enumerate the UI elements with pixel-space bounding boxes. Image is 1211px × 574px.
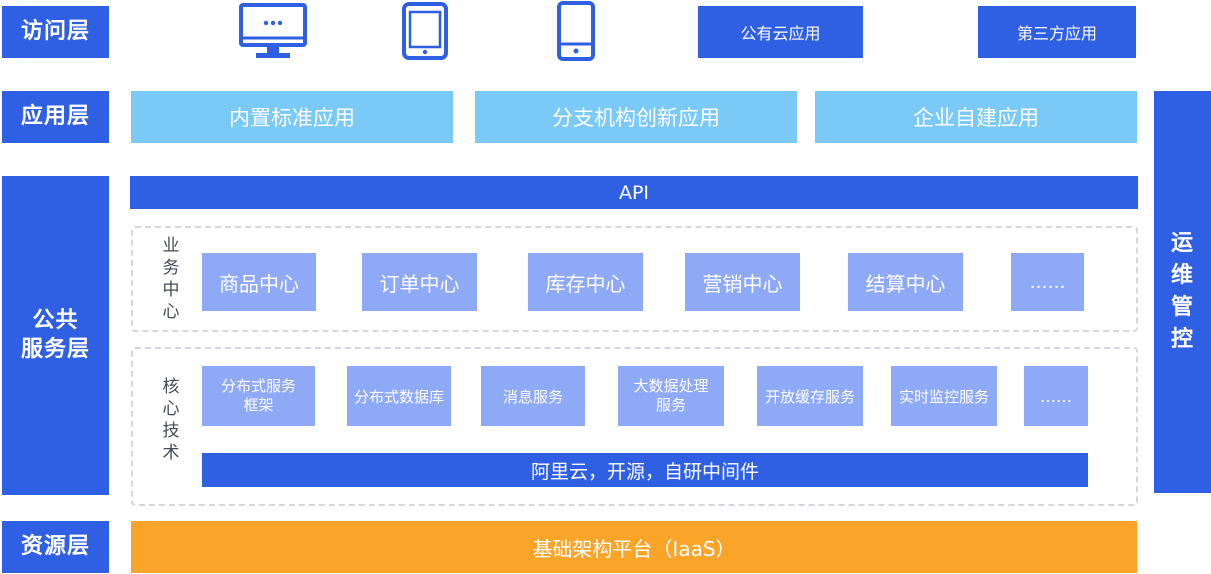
core-item-label: 开放缓存服务 xyxy=(764,387,855,406)
desktop-monitor-icon xyxy=(239,3,307,58)
business-center-label: 业 务 中 心 xyxy=(159,226,183,332)
core-item-label: 大数据处理 服务 xyxy=(633,376,709,415)
business-item-settlement-center: 结算中心 xyxy=(848,253,963,311)
core-item-more: …… xyxy=(1024,366,1088,426)
layer-label-public-service-text: 公共 服务层 xyxy=(20,307,90,362)
core-technology-container xyxy=(131,347,1138,506)
layer-label-access-text: 访问层 xyxy=(20,18,90,44)
core-item-label: …… xyxy=(1040,386,1072,406)
core-item-distributed-database: 分布式数据库 xyxy=(347,366,451,426)
business-item-label: …… xyxy=(1029,271,1066,293)
business-item-label: 订单中心 xyxy=(379,271,460,296)
layer-label-application: 应用层 xyxy=(2,91,109,143)
app-label: 企业自建应用 xyxy=(913,106,1039,130)
business-item-label: 商品中心 xyxy=(219,271,299,296)
layer-label-resource-text: 资源层 xyxy=(20,533,90,559)
app-box-branch-innovation: 分支机构创新应用 xyxy=(475,91,797,143)
api-label: API xyxy=(618,181,650,204)
core-item-big-data-processing: 大数据处理 服务 xyxy=(618,366,724,426)
business-center-label-text: 业 务 中 心 xyxy=(162,235,180,323)
business-item-more: …… xyxy=(1011,253,1084,311)
mobile-phone-icon xyxy=(557,1,595,61)
core-technology-label-text: 核 心 技 术 xyxy=(162,376,180,464)
app-box-enterprise-built: 企业自建应用 xyxy=(815,91,1137,143)
layer-label-application-text: 应用层 xyxy=(20,103,90,129)
business-item-order-center: 订单中心 xyxy=(362,253,477,311)
business-item-label: 库存中心 xyxy=(545,271,626,296)
ops-management-text: 运 维 管 控 xyxy=(1170,231,1194,352)
layer-label-resource: 资源层 xyxy=(2,521,109,573)
app-label: 内置标准应用 xyxy=(229,106,355,130)
business-item-label: 结算中心 xyxy=(865,271,946,296)
core-technology-label: 核 心 技 术 xyxy=(159,366,183,474)
ops-management-column: 运 维 管 控 xyxy=(1154,91,1211,493)
tablet-icon xyxy=(402,2,448,60)
api-bar: API xyxy=(130,176,1138,209)
core-item-distributed-service-framework: 分布式服务 框架 xyxy=(202,366,315,426)
core-item-label: 分布式服务 框架 xyxy=(220,376,296,415)
core-item-label: 实时监控服务 xyxy=(898,387,989,406)
public-cloud-app-box: 公有云应用 xyxy=(698,6,863,58)
core-item-message-service: 消息服务 xyxy=(481,366,585,426)
layer-label-access: 访问层 xyxy=(2,6,109,58)
middleware-label: 阿里云，开源，自研中间件 xyxy=(530,460,759,483)
core-item-label: 消息服务 xyxy=(502,387,563,406)
public-cloud-app-label: 公有云应用 xyxy=(740,24,821,43)
app-box-builtin-standard: 内置标准应用 xyxy=(131,91,453,143)
third-party-app-box: 第三方应用 xyxy=(978,6,1136,58)
business-item-product-center: 商品中心 xyxy=(202,253,316,311)
business-center-container xyxy=(131,226,1138,332)
business-item-inventory-center: 库存中心 xyxy=(528,253,643,311)
core-item-open-cache-service: 开放缓存服务 xyxy=(757,366,863,426)
core-item-realtime-monitoring: 实时监控服务 xyxy=(891,366,997,426)
iaas-infrastructure-bar: 基础架构平台（IaaS） xyxy=(131,521,1137,573)
app-label: 分支机构创新应用 xyxy=(552,106,720,130)
business-item-label: 营销中心 xyxy=(702,271,783,296)
third-party-app-label: 第三方应用 xyxy=(1016,24,1097,43)
middleware-bar: 阿里云，开源，自研中间件 xyxy=(202,453,1088,487)
layer-label-public-service: 公共 服务层 xyxy=(2,176,109,495)
core-item-label: 分布式数据库 xyxy=(353,387,444,406)
business-item-marketing-center: 营销中心 xyxy=(685,253,800,311)
iaas-infrastructure-label: 基础架构平台（IaaS） xyxy=(532,536,736,561)
